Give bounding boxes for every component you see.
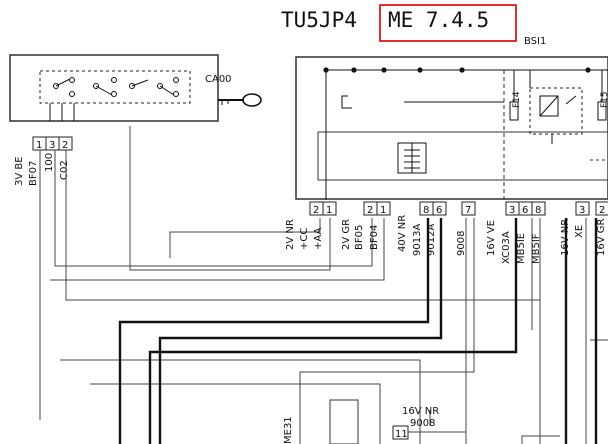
bsi-pin-box (461, 201, 476, 216)
conn2-wire-bf04: BF04 (369, 225, 380, 250)
bsi-pin-number: 2 (599, 205, 605, 216)
bottom-left-component (329, 399, 359, 444)
switch-dashed-frame (39, 70, 191, 104)
left-connector-label: 3V BE (14, 156, 25, 186)
bsi-pin-number: 8 (535, 205, 541, 216)
conn5-wire-mb5ie: MB5IE (516, 233, 527, 264)
conn3-label: 40V NR (397, 215, 408, 252)
bottom-right-wire (521, 435, 560, 444)
bsi-pin-box (322, 201, 337, 216)
switch-contacts (49, 77, 179, 121)
conn1-label: 2V NR (285, 219, 296, 250)
fuse-f15-label: F15 (600, 91, 608, 108)
key-icon (218, 93, 262, 107)
conn5-wire-mb5if: MB5IF (531, 233, 542, 264)
bsi-module-box (295, 56, 608, 200)
conn1-wire-aa: +AA (313, 228, 324, 250)
bsi-pin-number: 6 (522, 205, 528, 216)
bsi-pin-box (531, 201, 546, 216)
bsi-inner-panel (317, 131, 608, 181)
bsi-pin-number: 3 (579, 205, 585, 216)
conn5-wire-xc03a: XC03A (501, 231, 512, 264)
left-pin-2: 3 (49, 140, 55, 151)
left-connector: 1 3 2 (32, 136, 73, 151)
bsi-pin-box (376, 201, 391, 216)
wire-harness (39, 126, 608, 444)
conn5-label: 16V VE (486, 220, 497, 256)
conn3-wire-9012a: 9012A (426, 224, 437, 256)
edge-label-me31: ME31 (283, 416, 294, 444)
left-wire-100: 100 (44, 153, 55, 172)
left-pin-1: 1 (36, 140, 42, 151)
bottom-connector-label: 16V NR (402, 406, 439, 417)
bsi-pin-number: 1 (380, 205, 386, 216)
bsi-pin-number: 7 (465, 205, 471, 216)
left-wire-bf07: BF07 (28, 161, 39, 186)
bsi-pin-number: 3 (509, 205, 515, 216)
conn6-label: 16V NR (560, 219, 571, 256)
bottom-pin: 11 (395, 429, 408, 440)
ecu-version: ME 7.4.5 (388, 8, 489, 32)
bsi-pin-box (595, 201, 608, 216)
left-wire-c02: C02 (59, 160, 70, 180)
bsi-pin-box (575, 201, 590, 216)
bottom-connector: 11 16V NR 9008 (392, 406, 466, 440)
model-title: TU5JP4 (281, 8, 357, 32)
bsi-pin-number: 6 (436, 205, 442, 216)
ignition-switch-box (9, 54, 219, 122)
switch-ref-label: CA00 (205, 74, 232, 85)
conn4-wire-9008: 9008 (456, 231, 467, 256)
conn3-wire-9013a: 9013A (412, 224, 423, 256)
thick-signal-wires (118, 218, 598, 444)
bsi-pin-number: 2 (367, 205, 373, 216)
module-ref-label: BSI1 (524, 36, 546, 47)
bsi-internal-circuit (323, 67, 608, 200)
bsi-pin-number: 1 (326, 205, 332, 216)
bsi-pin-box (432, 201, 447, 216)
bsi-connector-labels: 2V NR +CC +AA 2V GR BF05 BF04 40V NR 901… (285, 215, 607, 264)
left-pin-3: 2 (62, 140, 68, 151)
conn2-wire-bf05: BF05 (354, 225, 365, 250)
fuse-f14-label: F14 (512, 91, 522, 108)
bsi-pin-number: 2 (313, 205, 319, 216)
ecu-highlight-box (379, 4, 517, 42)
conn6-wire-xe: XE (574, 225, 585, 238)
conn7-label: 16V GR (596, 219, 607, 256)
bsi-pin-number: 8 (423, 205, 429, 216)
bottom-wire-9008: 9008 (410, 418, 435, 429)
conn2-label: 2V GR (341, 219, 352, 250)
conn1-wire-cc: +CC (299, 228, 310, 250)
